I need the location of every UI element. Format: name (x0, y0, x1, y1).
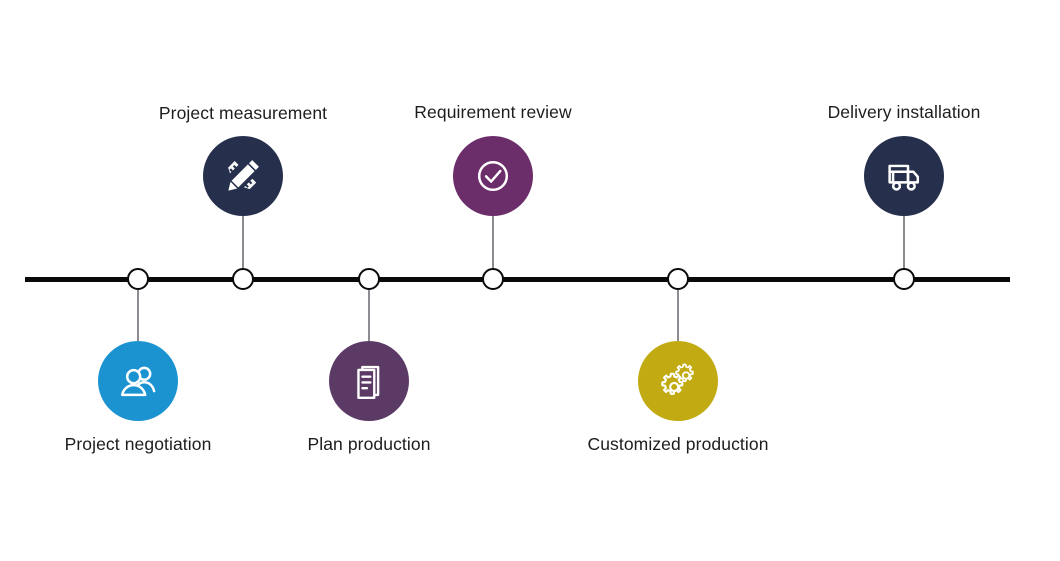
people-group-icon (115, 358, 161, 404)
timeline-node-project-negotiation[interactable] (127, 268, 149, 290)
timeline-node-customized-production[interactable] (667, 268, 689, 290)
step-icon-disc-delivery-installation[interactable] (864, 136, 944, 216)
step-label-plan-production: Plan production (307, 434, 431, 454)
step-label-customized-production: Customized production (587, 434, 769, 454)
documents-icon (346, 358, 392, 404)
step-icon-disc-project-measurement[interactable] (203, 136, 283, 216)
step-icon-disc-plan-production[interactable] (329, 341, 409, 421)
step-icon-disc-requirement-review[interactable] (453, 136, 533, 216)
timeline-node-delivery-installation[interactable] (893, 268, 915, 290)
timeline-node-plan-production[interactable] (358, 268, 380, 290)
connector-stem (677, 290, 679, 341)
step-icon-disc-project-negotiation[interactable] (98, 341, 178, 421)
timeline-node-requirement-review[interactable] (482, 268, 504, 290)
timeline-node-project-measurement[interactable] (232, 268, 254, 290)
connector-stem (242, 216, 244, 268)
step-label-project-measurement: Project measurement (158, 103, 328, 123)
connector-stem (137, 290, 139, 341)
ruler-pencil-icon (220, 153, 266, 199)
step-label-delivery-installation: Delivery installation (827, 102, 981, 122)
delivery-truck-icon (881, 153, 927, 199)
step-icon-disc-customized-production[interactable] (638, 341, 718, 421)
connector-stem (492, 216, 494, 268)
gears-icon (655, 358, 701, 404)
step-label-requirement-review: Requirement review (414, 102, 572, 122)
step-label-project-negotiation: Project negotiation (64, 434, 212, 454)
connector-stem (368, 290, 370, 341)
connector-stem (903, 216, 905, 268)
timeline-axis (25, 276, 1010, 282)
check-circle-icon (470, 153, 516, 199)
